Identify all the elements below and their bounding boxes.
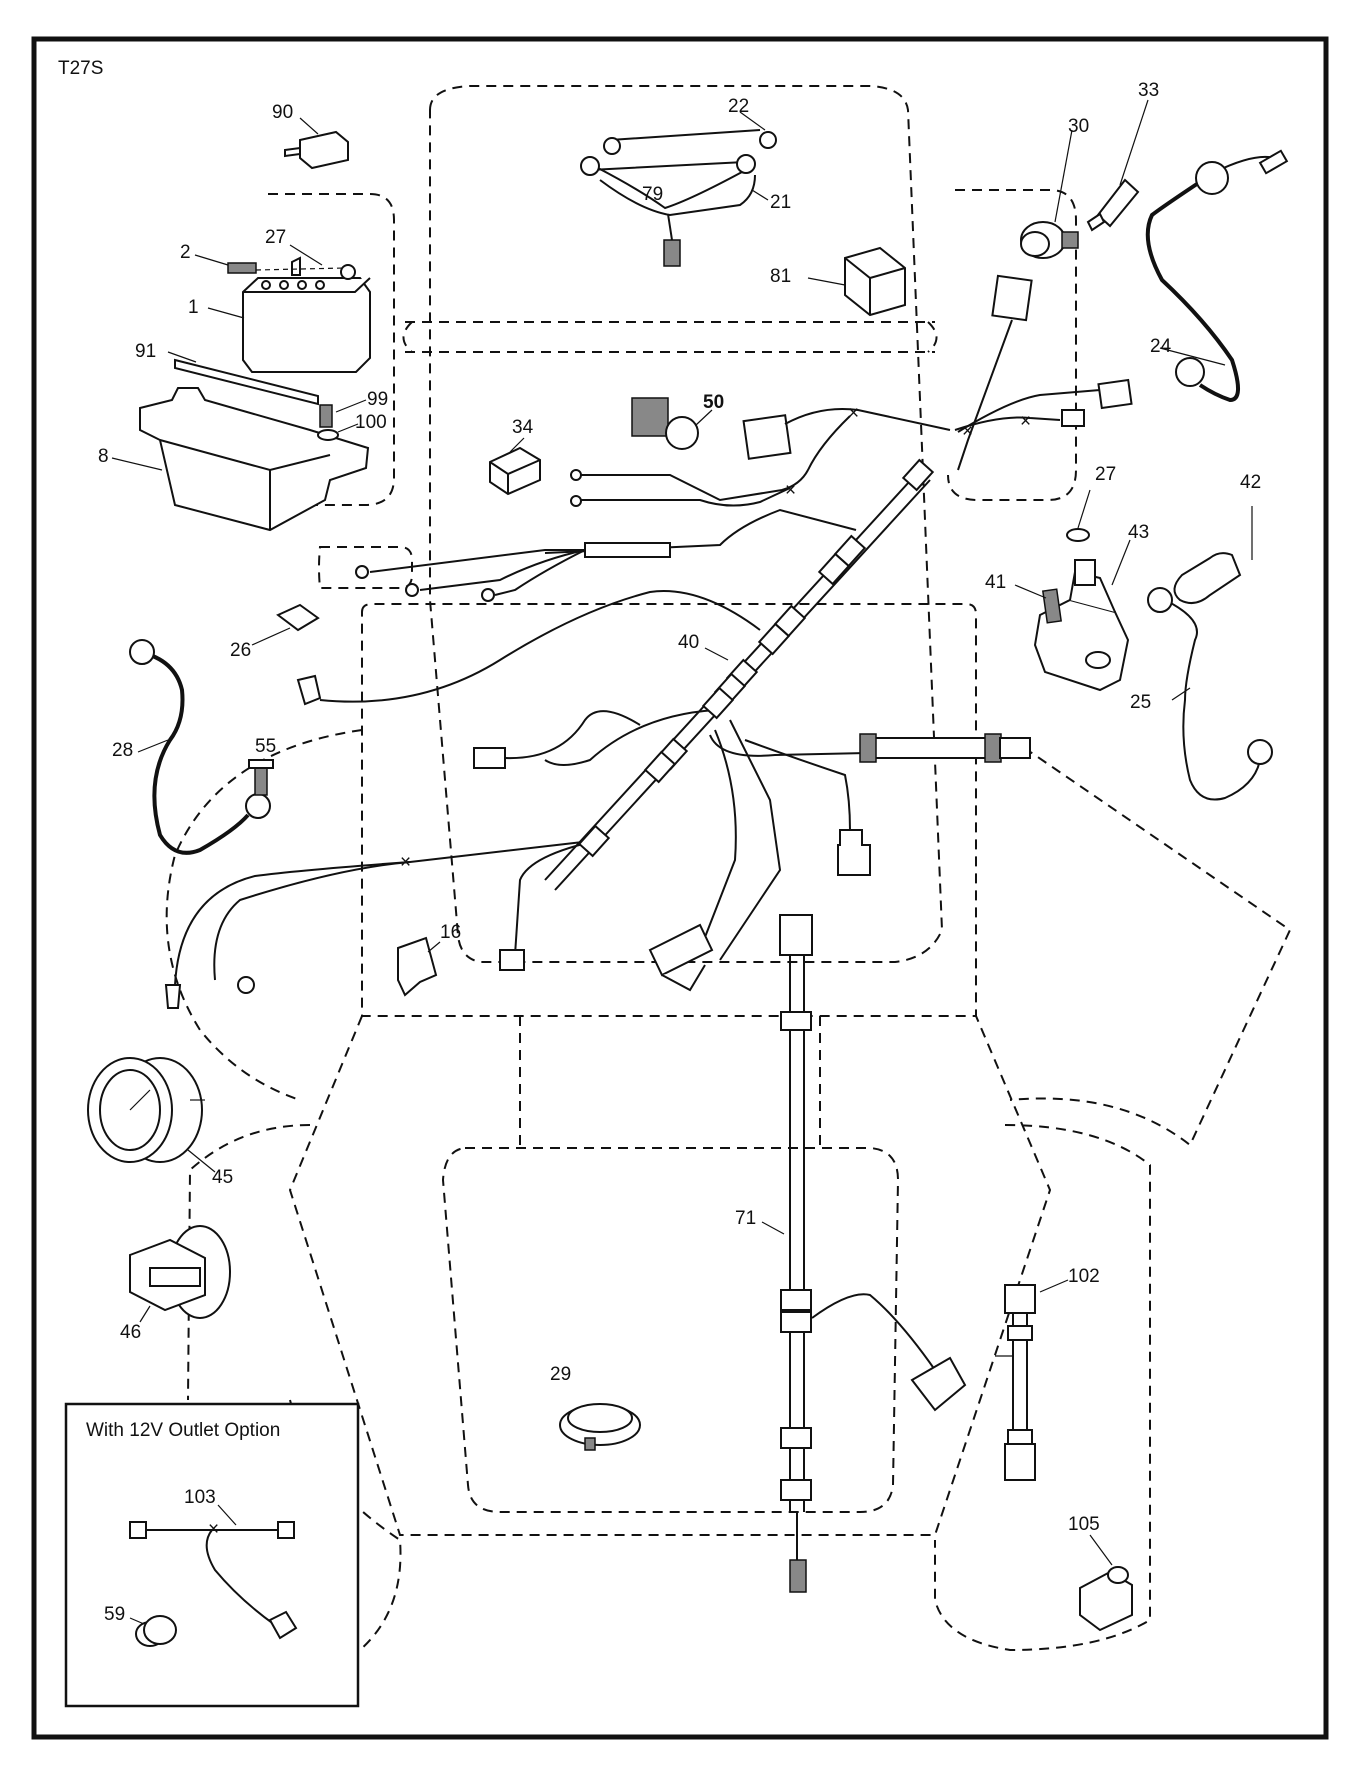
- callout-99: 99: [367, 389, 388, 410]
- callout-41: 41: [985, 572, 1006, 593]
- callout-102: 102: [1068, 1266, 1100, 1287]
- gauge-45: 45: [87, 1057, 233, 1188]
- callout-40: 40: [678, 632, 699, 653]
- x-marker-3: ×: [848, 403, 859, 424]
- pto-switch-50: 50: [631, 392, 724, 450]
- x-marker-4: ×: [962, 421, 973, 442]
- callout-55: 55: [255, 736, 276, 757]
- cable-28: 28: [112, 639, 271, 855]
- callout-90: 90: [272, 102, 293, 123]
- callout-22: 22: [728, 96, 749, 117]
- switch-105: 105: [1068, 1514, 1133, 1632]
- diagram-code: T27S: [58, 58, 103, 79]
- callout-59: 59: [104, 1604, 125, 1625]
- solenoid-43: 27 43 41: [985, 464, 1149, 692]
- callout-28: 28: [112, 740, 133, 761]
- x-marker-2: ×: [785, 480, 796, 501]
- callout-26: 26: [230, 640, 251, 661]
- callout-45: 45: [212, 1167, 233, 1188]
- callout-71: 71: [735, 1208, 756, 1229]
- callout-25: 25: [1130, 692, 1151, 713]
- callout-103: 103: [184, 1487, 216, 1508]
- cable-25: 25: [1130, 587, 1273, 801]
- boot-42: 42: [1173, 472, 1261, 605]
- relay-81: 81: [770, 246, 906, 317]
- connector-16: 16: [397, 922, 461, 997]
- callout-8: 8: [98, 446, 109, 467]
- battery-cable-24: 24: [1145, 149, 1289, 403]
- horn-29: 29: [550, 1364, 641, 1451]
- callout-29: 29: [550, 1364, 571, 1385]
- ignition-switch-30: 30: [1020, 116, 1089, 259]
- callout-2: 2: [180, 242, 191, 263]
- callout-1: 1: [188, 297, 199, 318]
- page-border: [31, 36, 1329, 1740]
- bolt-55: 55: [248, 736, 276, 796]
- callout-105: 105: [1068, 1514, 1100, 1535]
- part-90: 90: [272, 102, 349, 170]
- callout-27b: 27: [1095, 464, 1116, 485]
- main-harness-40: × × × × × 40: [164, 274, 1133, 1009]
- battery: 2 27 1 91 8 99 100: [98, 227, 388, 532]
- inset-12v-outlet: With 12V Outlet Option × 103 59: [64, 1402, 360, 1708]
- harness-102: 102: [995, 1266, 1100, 1481]
- headlight-harness: 22 79 21: [580, 96, 791, 267]
- callout-30: 30: [1068, 116, 1089, 137]
- switch-34: 34: [489, 417, 541, 496]
- callout-46: 46: [120, 1322, 141, 1343]
- callout-24: 24: [1150, 336, 1172, 357]
- callout-100: 100: [355, 412, 387, 433]
- callout-21: 21: [770, 192, 791, 213]
- callout-27a: 27: [265, 227, 286, 248]
- x-marker-1: ×: [400, 852, 411, 873]
- key-33: 33: [1086, 80, 1159, 232]
- callout-16: 16: [440, 922, 461, 943]
- fuse-26: 26: [230, 603, 320, 661]
- callout-33: 33: [1138, 80, 1159, 101]
- callout-79: 79: [642, 184, 663, 205]
- callout-43: 43: [1128, 522, 1149, 543]
- decal: [742, 414, 792, 460]
- x-marker-inset: ×: [208, 1519, 219, 1540]
- callout-42: 42: [1240, 472, 1261, 493]
- callout-34: 34: [512, 417, 534, 438]
- callout-81: 81: [770, 266, 791, 287]
- callout-50: 50: [703, 392, 724, 413]
- inset-title: With 12V Outlet Option: [86, 1420, 280, 1441]
- harness-71: 71: [735, 914, 967, 1593]
- meter-46: 46: [120, 1225, 231, 1343]
- callout-91: 91: [135, 341, 156, 362]
- x-marker-5: ×: [1020, 411, 1031, 432]
